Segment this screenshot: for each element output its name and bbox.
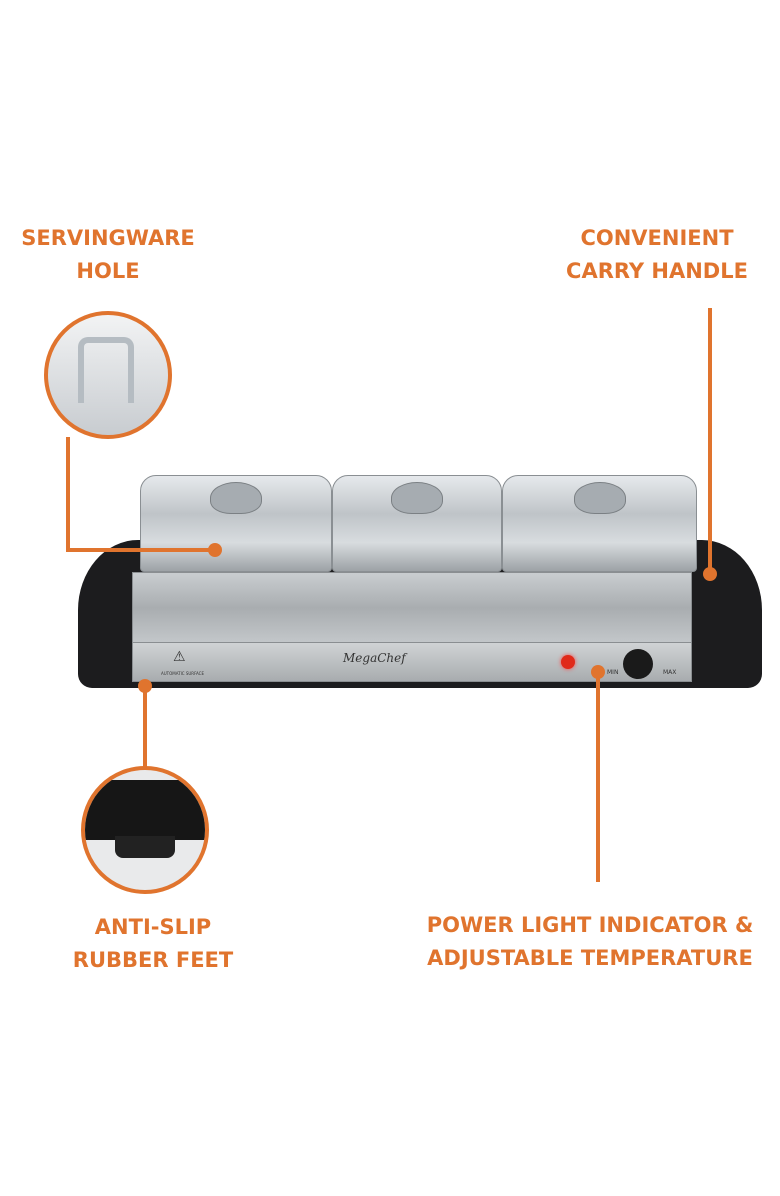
leader-line [143,686,147,770]
leader-line [66,437,70,550]
leader-line [66,548,216,552]
callout-servingware-hole: SERVINGWARE HOLE [21,226,195,283]
callout-carry-handle: CONVENIENT CARRY HANDLE [566,226,748,283]
power-light [561,655,575,669]
leader-line [708,308,712,572]
lid-middle [332,475,502,572]
warning-icon: ⚠ [173,649,186,665]
callout-power-light: POWER LIGHT INDICATOR & ADJUSTABLE TEMPE… [426,913,754,970]
brand-logo: MegaChef [343,651,406,665]
callout-dot [208,543,222,557]
temperature-dial [623,649,653,679]
callout-dot [703,567,717,581]
servingware-hole-detail [44,311,172,439]
rubber-feet-detail [81,766,209,894]
lid-left [140,475,332,572]
leader-line [596,672,600,882]
callout-rubber-feet: ANTI-SLIP RUBBER FEET [72,915,234,972]
lid-right [502,475,697,572]
control-panel: ⚠ AUTOMATIC SURFACE MegaChef MIN MAX [132,642,692,682]
steel-body [132,572,692,644]
